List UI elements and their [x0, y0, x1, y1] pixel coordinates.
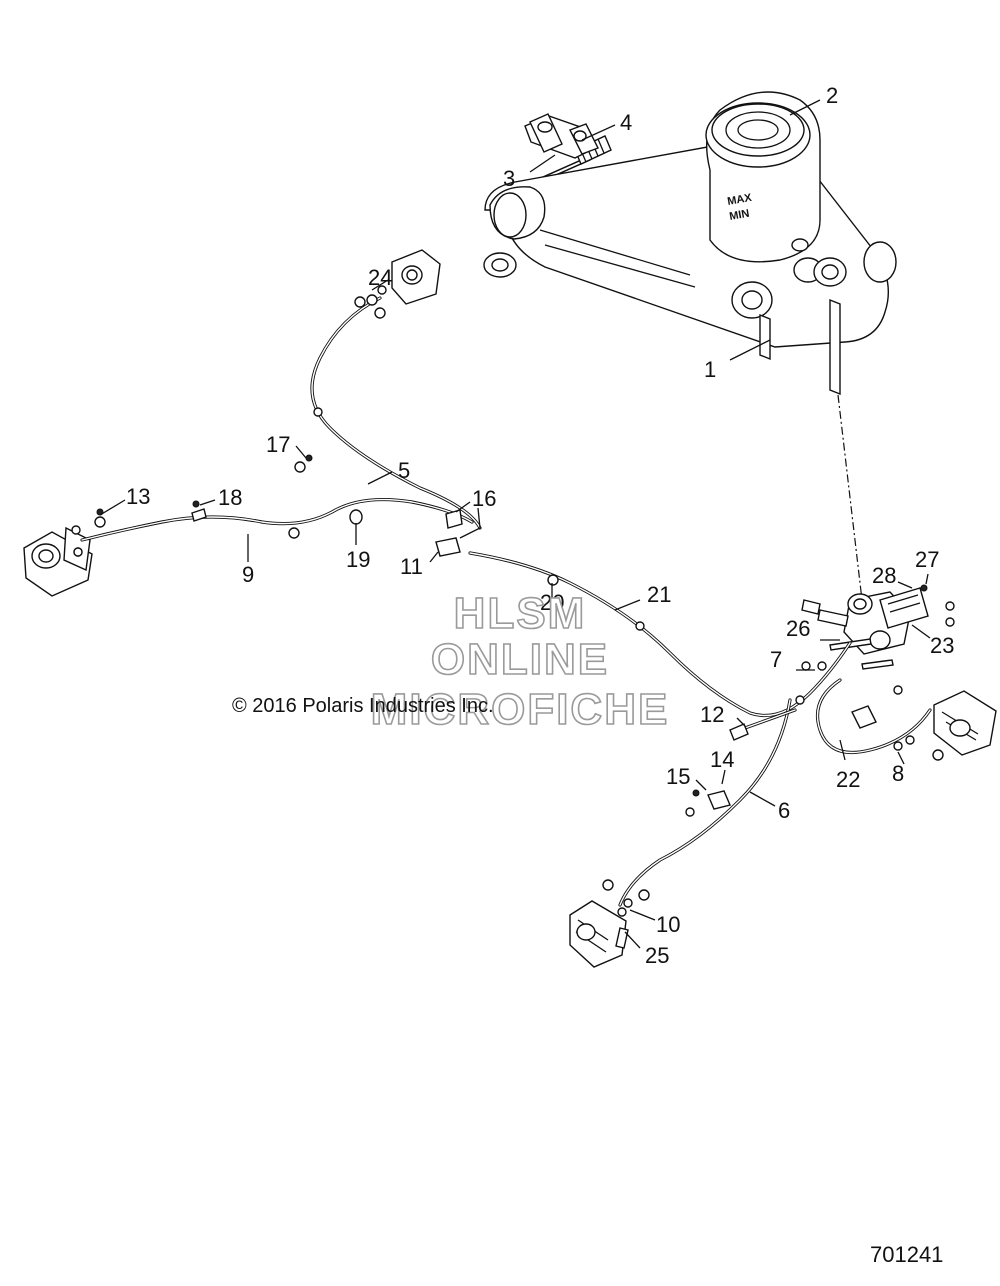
callout-24: 24	[368, 265, 392, 290]
callout-23: 23	[930, 633, 954, 658]
callout-9: 9	[242, 562, 254, 587]
drawing-number: 701241	[870, 1242, 943, 1267]
callout-26: 26	[786, 616, 810, 641]
caliper-front-left	[569, 900, 627, 968]
caliper-front-right	[933, 690, 997, 756]
callout-11: 11	[400, 554, 423, 579]
callout-10: 10	[656, 912, 680, 937]
reservoir-min-label: MIN	[728, 208, 750, 223]
brake-junction-block	[801, 584, 955, 670]
callout-labels: 1 2 3 4 5 6 7 8 9 10 11 12 13 14 15 16 1…	[126, 83, 954, 968]
callout-25: 25	[645, 943, 669, 968]
callout-27: 27	[915, 547, 939, 572]
callout-6: 6	[778, 798, 790, 823]
master-cylinder-body: MAX MIN	[483, 91, 897, 396]
callout-15: 15	[666, 764, 690, 789]
callout-12: 12	[700, 702, 724, 727]
callout-13: 13	[126, 484, 150, 509]
callout-8: 8	[892, 761, 904, 786]
callout-2: 2	[826, 83, 838, 108]
master-cylinder-assembly: MAX MIN	[483, 91, 897, 396]
leader-lines	[99, 99, 931, 949]
callout-21: 21	[647, 582, 671, 607]
callout-7: 7	[770, 647, 782, 672]
callout-17: 17	[266, 432, 290, 457]
callout-19: 19	[346, 547, 370, 572]
callout-28: 28	[872, 563, 896, 588]
callout-4: 4	[620, 110, 632, 135]
reservoir-max-label: MAX	[726, 192, 753, 208]
watermark: HLSM ONLINE MICROFICHE	[370, 588, 670, 735]
callout-20: 20	[540, 590, 564, 615]
watermark-line-1: HLSM	[454, 589, 587, 638]
callout-14: 14	[710, 747, 734, 772]
assembly-leader-dashed	[837, 394, 863, 601]
copyright-notice: © 2016 Polaris Industries Inc.	[232, 695, 494, 717]
callout-18: 18	[218, 485, 242, 510]
watermark-line-2: ONLINE	[431, 635, 609, 684]
callout-16: 16	[472, 486, 496, 511]
caliper-rear-right	[391, 249, 441, 305]
callout-1: 1	[704, 357, 716, 382]
callout-3: 3	[503, 166, 515, 191]
clevis-yoke	[524, 113, 599, 159]
caliper-rear-left	[23, 526, 93, 597]
small-hardware	[71, 285, 944, 949]
callout-5: 5	[398, 458, 410, 483]
watermark-line-3: MICROFICHE	[371, 685, 670, 734]
callout-22: 22	[836, 767, 860, 792]
